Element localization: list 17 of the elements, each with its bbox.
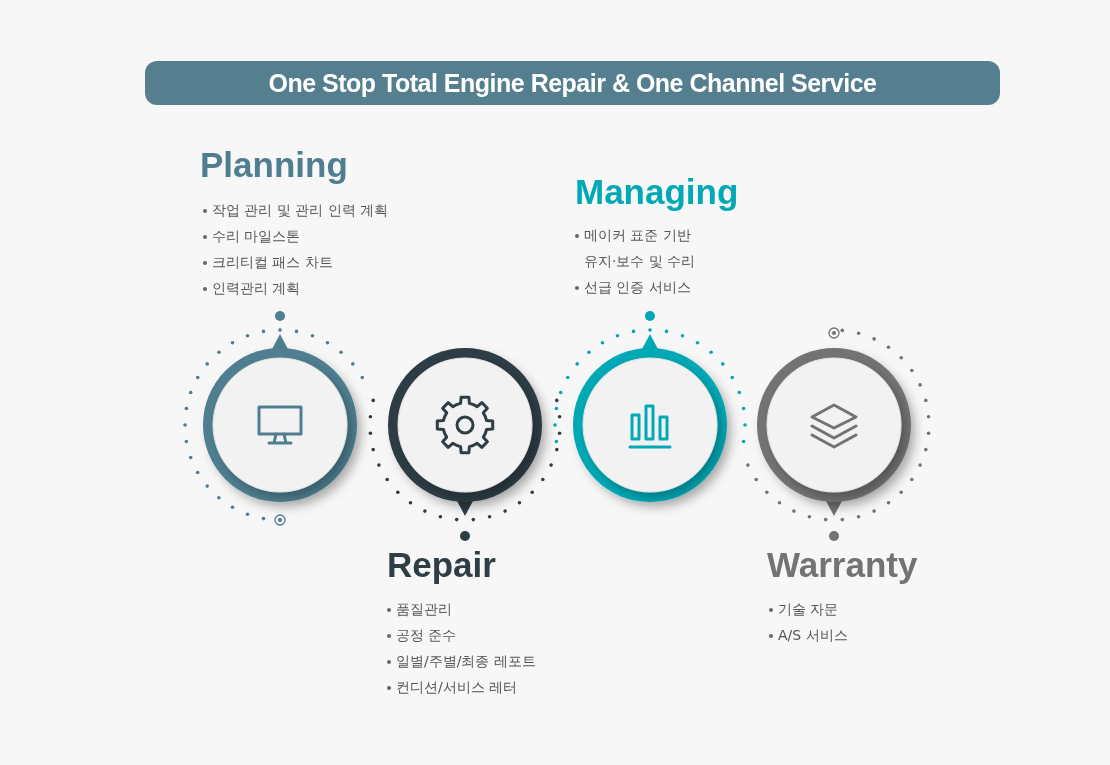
bullet-item: 메이커 표준 기반 유지·보수 및 수리	[575, 222, 709, 274]
bullet-item: 기술 자문	[769, 596, 839, 622]
section-heading: Warranty	[767, 545, 918, 585]
title-bar: One Stop Total Engine Repair & One Channel Service	[145, 61, 1000, 105]
bullet-item: 작업 관리 및 관리 인력 계획	[203, 197, 389, 223]
bullet-item: 일별/주별/최종 레포트	[387, 648, 536, 674]
bullet-item: 인력관리 계획	[203, 275, 301, 301]
section-heading: Planning	[200, 145, 348, 185]
section-heading: Managing	[575, 172, 739, 212]
bullet-item: 크리티컬 패스 차트	[203, 249, 333, 275]
bullet-item: 선급 인증 서비스	[575, 274, 691, 300]
bullet-item: 컨디션/서비스 레터	[387, 674, 518, 700]
bullet-item: 품질관리	[387, 596, 452, 622]
bullet-item: 수리 마일스톤	[203, 223, 301, 249]
bullet-item: 공정 준수	[387, 622, 457, 648]
bullet-item: A/S 서비스	[769, 622, 848, 648]
section-heading: Repair	[387, 545, 496, 585]
